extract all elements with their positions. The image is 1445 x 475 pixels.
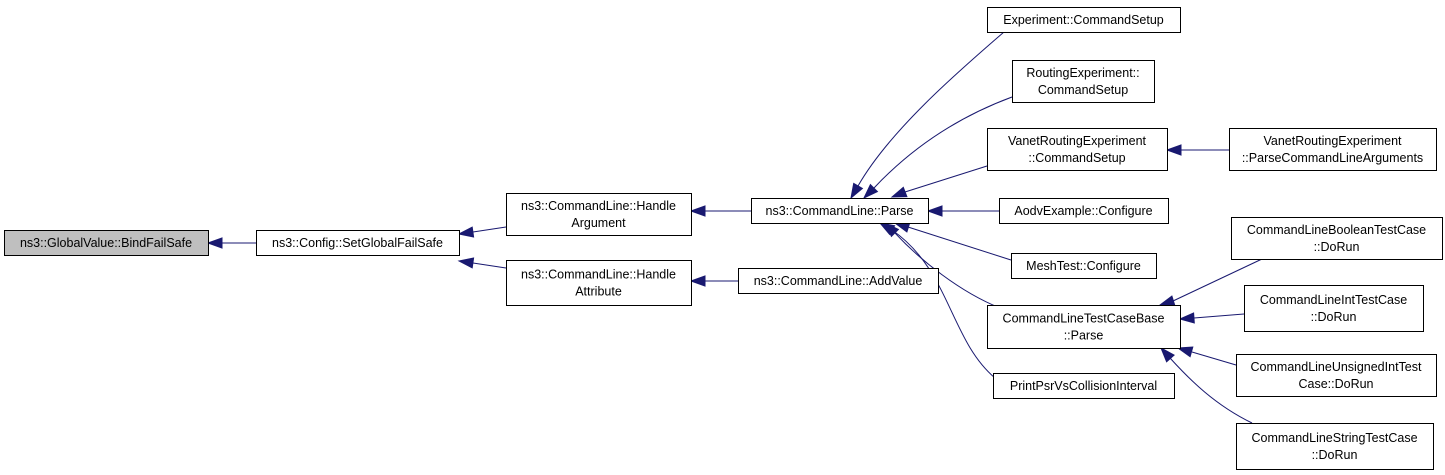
node-routingexperiment-commandsetup[interactable]: RoutingExperiment::CommandSetup: [1012, 60, 1155, 103]
node-label-setglobalfailsafe-line-0: ns3::Config::SetGlobalFailSafe: [272, 236, 443, 250]
node-label-vanet-commandsetup-line-1: ::CommandSetup: [1028, 151, 1125, 165]
edge-experiment-commandsetup-to-parse: [857, 31, 1005, 187]
node-booleantestcase-dorun[interactable]: CommandLineBooleanTestCase::DoRun: [1231, 217, 1443, 260]
node-label-booleantestcase-dorun-line-0: CommandLineBooleanTestCase: [1247, 223, 1426, 237]
node-label-addvalue-line-0: ns3::CommandLine::AddValue: [754, 274, 923, 288]
node-inttestcase-dorun[interactable]: CommandLineIntTestCase::DoRun: [1244, 285, 1424, 332]
node-box-setglobalfailsafe: [256, 230, 460, 256]
node-label-printpsr-line-0: PrintPsrVsCollisionInterval: [1010, 379, 1157, 393]
node-label-experiment-commandsetup-line-0: Experiment::CommandSetup: [1003, 13, 1164, 27]
node-box-addvalue: [738, 268, 939, 294]
node-label-unsignedinttest-dorun-line-0: CommandLineUnsignedIntTest: [1251, 360, 1422, 374]
node-box-booleantestcase-dorun: [1231, 217, 1443, 260]
edge-printpsr-to-parse: [891, 229, 996, 379]
node-label-stringtestcase-dorun-line-0: CommandLineStringTestCase: [1251, 431, 1417, 445]
node-label-vanet-commandsetup-line-0: VanetRoutingExperiment: [1008, 134, 1147, 148]
node-box-handleargument: [506, 193, 692, 236]
nodes-layer: ns3::GlobalValue::BindFailSafe ns3::Confi…: [4, 7, 1443, 470]
edge-inttestcase-dorun-to-testcasebase-parse: [1193, 313, 1245, 319]
edge-routingexperiment-commandsetup-to-parse: [873, 96, 1013, 189]
node-label-vanet-parseargs-line-0: VanetRoutingExperiment: [1263, 134, 1402, 148]
node-parse[interactable]: ns3::CommandLine::Parse: [751, 198, 929, 224]
node-printpsr[interactable]: PrintPsrVsCollisionInterval: [993, 373, 1175, 399]
arrowhead-booleantestcase-dorun-to-testcasebase-parse: [1158, 295, 1176, 307]
edge-handleargument-to-setglobalfailsafe: [472, 226, 507, 233]
node-label-inttestcase-dorun-line-0: CommandLineIntTestCase: [1260, 293, 1407, 307]
arrowhead-addvalue-to-handleattribute: [689, 275, 706, 287]
node-label-aodvexample-configure-line-0: AodvExample::Configure: [1014, 204, 1152, 218]
node-label-handleattribute-line-0: ns3::CommandLine::Handle: [521, 268, 676, 282]
node-label-handleattribute-line-1: Attribute: [575, 285, 622, 299]
node-experiment-commandsetup[interactable]: Experiment::CommandSetup: [987, 7, 1181, 33]
node-testcasebase-parse[interactable]: CommandLineTestCaseBase::Parse: [987, 305, 1181, 349]
node-box-vanet-commandsetup: [987, 128, 1168, 171]
node-aodvexample-configure[interactable]: AodvExample::Configure: [999, 198, 1169, 224]
node-box-unsignedinttest-dorun: [1236, 354, 1437, 397]
arrowhead-inttestcase-dorun-to-testcasebase-parse: [1178, 312, 1195, 324]
arrowhead-aodvexample-configure-to-parse: [926, 205, 943, 217]
node-box-stringtestcase-dorun: [1236, 423, 1434, 470]
arrowhead-vanet-commandsetup-to-parse: [890, 186, 908, 198]
arrowhead-handleargument-to-setglobalfailsafe: [457, 226, 475, 238]
node-label-bindfailsafe-line-0: ns3::GlobalValue::BindFailSafe: [20, 236, 192, 250]
arrowhead-parse-to-handleargument: [689, 205, 706, 217]
node-box-routingexperiment-commandsetup: [1012, 60, 1155, 103]
edge-handleattribute-to-setglobalfailsafe: [472, 262, 507, 269]
arrowhead-printpsr-to-parse: [878, 222, 896, 236]
arrowhead-vanet-parseargs-to-vanet-commandsetup: [1165, 144, 1182, 156]
node-label-booleantestcase-dorun-line-1: ::DoRun: [1314, 240, 1360, 254]
node-meshtest-configure[interactable]: MeshTest::Configure: [1011, 253, 1157, 279]
edge-meshtest-configure-to-parse: [907, 226, 1012, 261]
node-label-vanet-parseargs-line-1: ::ParseCommandLineArguments: [1242, 151, 1423, 165]
edge-unsignedinttest-dorun-to-testcasebase-parse: [1191, 351, 1237, 366]
node-addvalue[interactable]: ns3::CommandLine::AddValue: [738, 268, 939, 294]
edge-vanet-commandsetup-to-parse: [904, 165, 988, 193]
node-label-unsignedinttest-dorun-line-1: Case::DoRun: [1298, 377, 1373, 391]
node-box-bindfailsafe: [4, 230, 209, 256]
arrowhead-stringtestcase-dorun-to-testcasebase-parse: [1160, 346, 1175, 363]
node-label-handleargument-line-1: Argument: [571, 216, 626, 230]
node-label-meshtest-configure-line-0: MeshTest::Configure: [1026, 259, 1141, 273]
node-label-stringtestcase-dorun-line-1: ::DoRun: [1312, 448, 1358, 462]
edges-layer: [206, 31, 1263, 424]
arrowhead-experiment-commandsetup-to-parse: [850, 182, 864, 200]
node-vanet-commandsetup[interactable]: VanetRoutingExperiment::CommandSetup: [987, 128, 1168, 171]
node-label-routingexperiment-commandsetup-line-0: RoutingExperiment::: [1026, 66, 1139, 80]
arrowhead-handleattribute-to-setglobalfailsafe: [457, 257, 475, 269]
node-label-testcasebase-parse-line-0: CommandLineTestCaseBase: [1003, 312, 1165, 326]
edge-booleantestcase-dorun-to-testcasebase-parse: [1172, 258, 1263, 302]
node-label-inttestcase-dorun-line-1: ::DoRun: [1311, 310, 1357, 324]
node-box-testcasebase-parse: [987, 305, 1181, 349]
node-box-inttestcase-dorun: [1244, 285, 1424, 332]
node-label-testcasebase-parse-line-1: ::Parse: [1064, 329, 1104, 343]
node-label-routingexperiment-commandsetup-line-1: CommandSetup: [1038, 83, 1128, 97]
node-bindfailsafe[interactable]: ns3::GlobalValue::BindFailSafe: [4, 230, 209, 256]
node-label-parse-line-0: ns3::CommandLine::Parse: [766, 204, 914, 218]
arrowhead-routingexperiment-commandsetup-to-parse: [862, 183, 879, 200]
arrowhead-unsignedinttest-dorun-to-testcasebase-parse: [1176, 346, 1194, 358]
node-box-aodvexample-configure: [999, 198, 1169, 224]
node-setglobalfailsafe[interactable]: ns3::Config::SetGlobalFailSafe: [256, 230, 460, 256]
node-box-meshtest-configure: [1011, 253, 1157, 279]
node-box-vanet-parseargs: [1229, 128, 1437, 171]
node-box-parse: [751, 198, 929, 224]
arrowhead-setglobalfailsafe-to-bindfailsafe: [206, 237, 223, 249]
node-label-handleargument-line-0: ns3::CommandLine::Handle: [521, 199, 676, 213]
node-box-experiment-commandsetup: [987, 7, 1181, 33]
node-stringtestcase-dorun[interactable]: CommandLineStringTestCase::DoRun: [1236, 423, 1434, 470]
edge-testcasebase-parse-to-parse: [894, 232, 1001, 309]
node-vanet-parseargs[interactable]: VanetRoutingExperiment::ParseCommandLine…: [1229, 128, 1437, 171]
node-box-handleattribute: [506, 260, 692, 306]
node-box-printpsr: [993, 373, 1175, 399]
edge-stringtestcase-dorun-to-testcasebase-parse: [1169, 357, 1253, 424]
